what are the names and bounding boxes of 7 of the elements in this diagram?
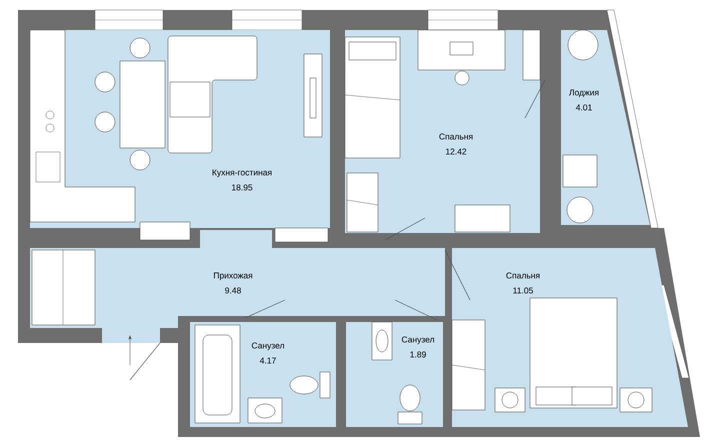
room-label: Санузел 4.17	[252, 342, 284, 364]
room-label: Спальня 11.05	[506, 272, 540, 294]
room-label: Спальня 12.42	[439, 134, 472, 154]
room-label: Прихожая 9.48	[214, 272, 252, 294]
room-label: Санузел 1.89	[402, 336, 434, 358]
room-label: Лоджия 4.01	[569, 90, 598, 110]
room-label: Кухня-гостиная 18.95	[212, 170, 272, 190]
